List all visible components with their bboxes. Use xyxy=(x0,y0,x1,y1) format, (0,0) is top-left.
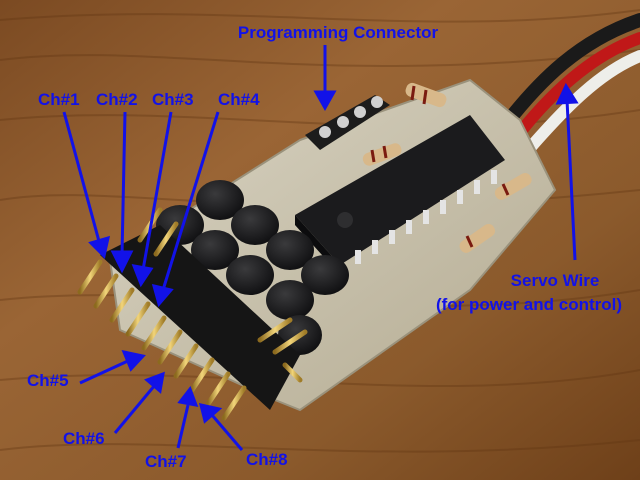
servo-wire xyxy=(498,13,640,154)
programming-connector xyxy=(305,95,390,150)
label-ch8: Ch#8 xyxy=(246,450,288,469)
label-servo-wire-detail: (for power and control) xyxy=(435,295,623,314)
label-ch4: Ch#4 xyxy=(218,90,260,109)
label-programming-connector: Programming Connector xyxy=(237,23,439,42)
label-ch7: Ch#7 xyxy=(145,452,187,471)
label-ch1: Ch#1 xyxy=(38,90,80,109)
resistors xyxy=(362,82,532,253)
annotation-arrows xyxy=(62,45,579,451)
label-ch2: Ch#2 xyxy=(96,90,138,109)
label-servo-wire: Servo Wire xyxy=(510,271,600,290)
label-ch3: Ch#3 xyxy=(152,90,194,109)
header-pins xyxy=(77,207,308,421)
transistor-caps xyxy=(156,180,349,355)
label-ch6: Ch#6 xyxy=(63,429,105,448)
label-ch5: Ch#5 xyxy=(27,371,69,390)
